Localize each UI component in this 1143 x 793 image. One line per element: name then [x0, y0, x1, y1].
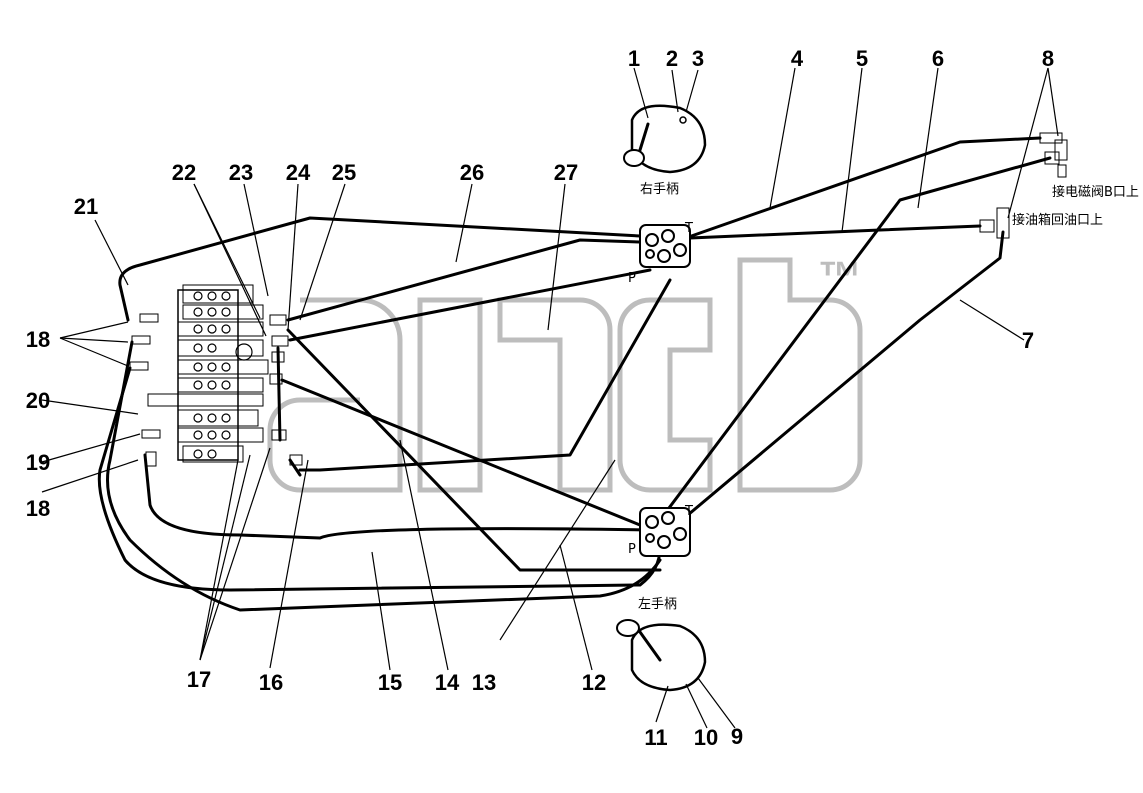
port-p-bottom: P [628, 542, 636, 557]
part-number-4: 4 [791, 46, 804, 71]
part-number-16: 16 [259, 670, 283, 695]
tank-return-label: 接油箱回油口上 [1012, 212, 1103, 228]
part-number-8: 8 [1042, 46, 1054, 71]
part-number-20: 20 [26, 388, 50, 413]
part-number-24: 24 [286, 160, 311, 185]
leader-lines [41, 67, 1059, 729]
part-number-9: 9 [731, 724, 743, 749]
part-number-18-top: 18 [26, 327, 50, 352]
part-number-27: 27 [554, 160, 578, 185]
part-number-13: 13 [472, 670, 496, 695]
right-handle-label: 右手柄 [640, 182, 679, 197]
part-number-12: 12 [582, 670, 606, 695]
part-number-labels: 1 2 3 4 5 6 7 8 9 10 11 12 13 14 15 16 1… [26, 46, 1054, 750]
part-number-7: 7 [1022, 328, 1034, 353]
solenoid-port-label: 接电磁阀B口上 [1052, 184, 1139, 200]
part-number-5: 5 [856, 46, 868, 71]
port-t-bottom: T [684, 504, 693, 519]
multi-way-valve-bank [129, 284, 303, 467]
part-number-21: 21 [74, 194, 98, 219]
part-number-18-bottom: 18 [26, 496, 50, 521]
port-t-top: T [684, 221, 693, 236]
part-number-15: 15 [378, 670, 402, 695]
port-p-top: P [628, 271, 636, 286]
part-number-22: 22 [172, 160, 196, 185]
right-handle-joystick: 右手柄 [623, 104, 707, 197]
part-number-3: 3 [692, 46, 704, 71]
part-number-11: 11 [644, 725, 667, 750]
pilot-valve-bottom: T P [628, 504, 693, 557]
solenoid-fittings: 接电磁阀B口上 接油箱回油口上 [979, 132, 1139, 239]
part-number-1: 1 [628, 46, 640, 71]
part-number-2: 2 [666, 46, 678, 71]
part-number-17: 17 [187, 667, 211, 692]
left-handle-joystick: 左手柄 [616, 597, 707, 692]
part-number-25: 25 [332, 160, 356, 185]
part-number-6: 6 [932, 46, 944, 71]
part-number-14: 14 [435, 670, 460, 695]
pilot-pipes [97, 136, 1052, 612]
part-number-23: 23 [229, 160, 253, 185]
left-handle-label: 左手柄 [638, 597, 677, 612]
part-number-26: 26 [460, 160, 484, 185]
pilot-valve-top: T P [628, 221, 693, 286]
part-number-19: 19 [26, 450, 50, 475]
part-number-10: 10 [694, 725, 718, 750]
